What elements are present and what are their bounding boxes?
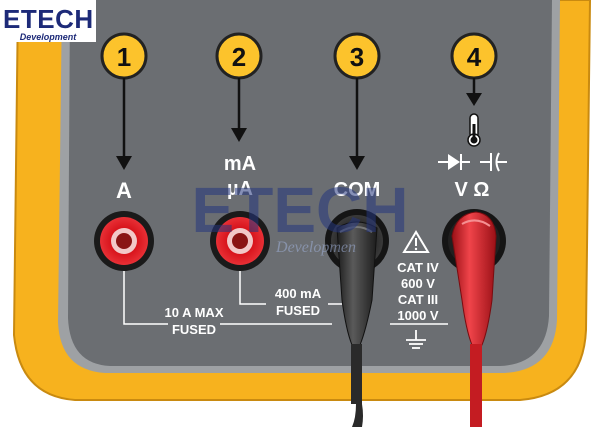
black-test-lead — [336, 221, 378, 427]
terminal-badge-2: 2 — [215, 32, 263, 80]
watermark: ETECH Developmen — [192, 174, 409, 256]
fuse-trace-a — [123, 268, 448, 325]
logo-tagline: Development — [20, 32, 78, 42]
arrow-down-icon — [349, 78, 365, 170]
logo-brand: ETECH — [3, 4, 94, 34]
terminal-badge-3: 3 — [333, 32, 381, 80]
arrow-down-icon — [116, 78, 132, 170]
cat-iv-label: CAT IV — [397, 260, 439, 275]
ground-icon — [406, 330, 426, 349]
fuse-label-ma-line2: FUSED — [276, 303, 320, 318]
arrow-down-icon — [231, 78, 247, 142]
cat-iv-voltage: 600 V — [401, 276, 435, 291]
watermark-tagline: Developmen — [275, 239, 356, 256]
warning-triangle-icon — [402, 230, 430, 253]
fuse-label-a-line2: FUSED — [172, 322, 216, 337]
terminal-label-a: A — [116, 178, 132, 203]
terminal-badge-4: 4 — [450, 32, 498, 80]
panel-gray — [68, 0, 552, 366]
diode-icon — [438, 154, 470, 170]
terminal-label-ma: mA — [224, 153, 256, 175]
fuse-label-a-line1: 10 A MAX — [165, 305, 224, 320]
terminal-number-2: 2 — [232, 42, 246, 72]
watermark-brand: ETECH — [192, 174, 409, 246]
terminal-number-3: 3 — [350, 42, 364, 72]
capacitor-icon — [480, 152, 507, 172]
terminal-label-v-ohm: V Ω — [455, 179, 490, 201]
etech-logo: ETECH Development — [0, 0, 96, 42]
cat-iii-label: CAT III — [398, 292, 438, 307]
arrow-down-icon — [466, 78, 482, 106]
cat-iii-voltage: 1000 V — [397, 308, 439, 323]
jack-a[interactable] — [94, 211, 154, 271]
fuse-label-ma-line1: 400 mA — [275, 286, 322, 301]
thermometer-icon — [467, 113, 481, 147]
terminal-badge-1: 1 — [100, 32, 148, 80]
red-test-lead — [451, 211, 497, 427]
terminal-number-1: 1 — [117, 42, 131, 72]
terminal-label-ua: µA — [227, 178, 253, 200]
jack-ma-ua[interactable] — [210, 211, 270, 271]
fuse-trace-ma — [239, 268, 342, 305]
terminal-label-com: COM — [334, 179, 381, 201]
terminal-number-4: 4 — [467, 42, 482, 72]
